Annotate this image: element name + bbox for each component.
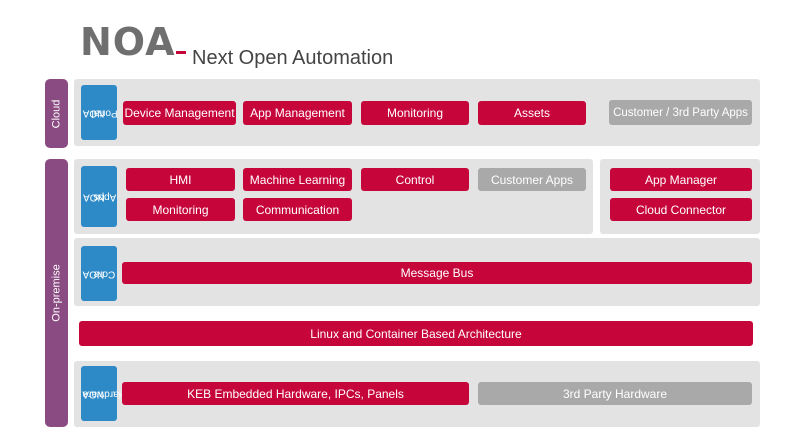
device-management-box: Device Management bbox=[123, 101, 236, 125]
machine-learning-box: Machine Learning bbox=[243, 168, 352, 191]
message-bus-box: Message Bus bbox=[122, 262, 752, 284]
cloud-connector-box: Cloud Connector bbox=[610, 198, 752, 221]
app-management-box: App Management bbox=[243, 101, 352, 125]
tagline: Next Open Automation bbox=[192, 47, 394, 69]
control-box: Control bbox=[361, 168, 469, 191]
logo-text: NOA bbox=[80, 20, 176, 64]
on-premise-label: On-premise bbox=[45, 159, 68, 427]
customer-apps-box: Customer Apps bbox=[478, 168, 586, 191]
customer-3rd-party-apps-box: Customer / 3rd Party Apps bbox=[609, 100, 752, 125]
hmi-box: HMI bbox=[126, 168, 235, 191]
noa-logo: NOA bbox=[80, 20, 190, 70]
portal-monitoring-box: Monitoring bbox=[361, 101, 469, 125]
app-manager-box: App Manager bbox=[610, 168, 752, 191]
assets-box: Assets bbox=[478, 101, 586, 125]
communication-box: Communication bbox=[243, 198, 352, 221]
keb-hardware-box: KEB Embedded Hardware, IPCs, Panels bbox=[122, 382, 469, 405]
third-party-hardware-box: 3rd Party Hardware bbox=[478, 382, 752, 405]
linux-container-box: Linux and Container Based Architecture bbox=[79, 321, 753, 346]
cloud-label: Cloud bbox=[45, 79, 68, 148]
logo-accent-bar bbox=[176, 51, 186, 54]
apps-monitoring-box: Monitoring bbox=[126, 198, 235, 221]
